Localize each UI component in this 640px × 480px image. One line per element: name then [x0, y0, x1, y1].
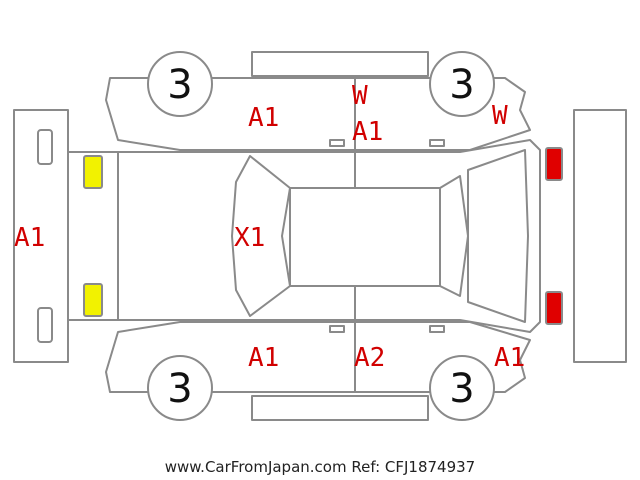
rear-bumper: [573, 109, 627, 363]
mark-left-rear-door-lower: A1: [352, 117, 383, 147]
wheel-rear-right-label: 3: [449, 366, 474, 412]
front-bumper-vent-bottom: [37, 307, 53, 343]
mark-hood: X1: [234, 223, 265, 253]
wheel-front-left-label: 3: [167, 62, 192, 108]
wheel-rear-left-label: 3: [449, 62, 474, 108]
right-door-handle-front: [329, 325, 345, 333]
mark-front-bumper: A1: [14, 223, 45, 253]
roof: [289, 187, 441, 287]
mark-right-rear-fender: W: [492, 101, 508, 131]
roof-edge-top: [251, 51, 429, 77]
wheel-rear-right: 3: [429, 355, 495, 421]
car-top-view: [67, 139, 541, 333]
rear-lamp-bottom: [545, 291, 563, 325]
mark-left-rear-fender-upper: W: [352, 81, 368, 111]
front-bumper: [13, 109, 69, 363]
front-bumper-vent-top: [37, 129, 53, 165]
left-side-body: [105, 77, 531, 151]
roof-edge-bottom: [251, 395, 429, 421]
mark-left-front-fender: A1: [248, 103, 279, 133]
wheel-front-right: 3: [147, 355, 213, 421]
windshield: [231, 155, 291, 317]
mark-right-rear-door: A2: [354, 343, 385, 373]
footer-reference: www.CarFromJapan.com Ref: CFJ1874937: [165, 458, 475, 476]
wheel-front-right-label: 3: [167, 366, 192, 412]
trunk-lid: [467, 149, 529, 323]
right-door-handle-rear: [429, 325, 445, 333]
front-lamp-top: [83, 155, 103, 189]
wheel-rear-left: 3: [429, 51, 495, 117]
mark-right-rear-quarter: A1: [494, 343, 525, 373]
right-side-body: [105, 321, 531, 393]
rear-lamp-top: [545, 147, 563, 181]
front-lamp-bottom: [83, 283, 103, 317]
rear-window: [439, 175, 469, 297]
mark-right-front-fender: A1: [248, 343, 279, 373]
left-door-handle-front: [329, 139, 345, 147]
left-door-handle-rear: [429, 139, 445, 147]
wheel-front-left: 3: [147, 51, 213, 117]
